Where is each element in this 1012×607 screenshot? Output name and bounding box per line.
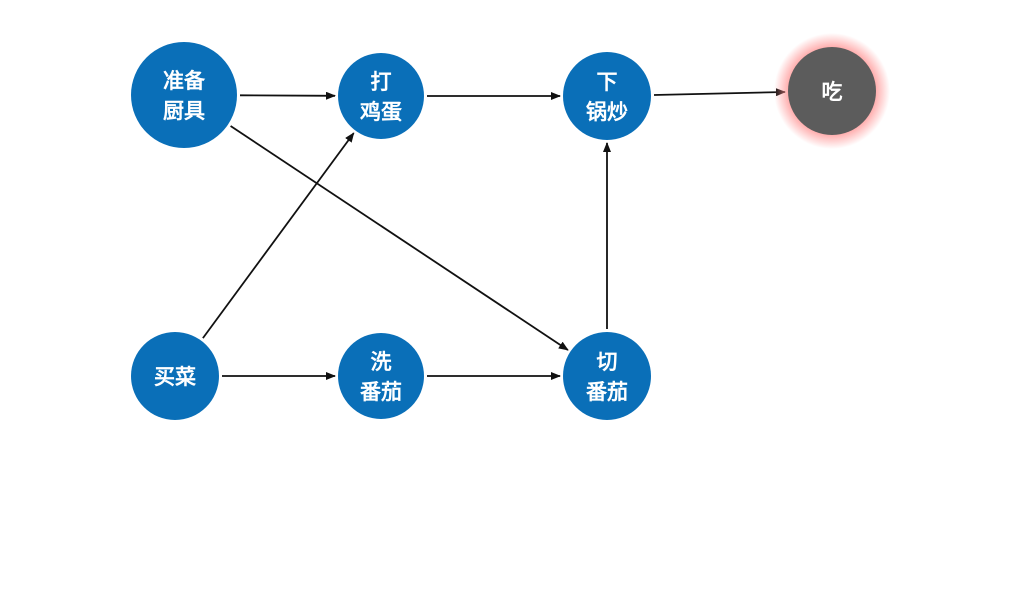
- edge-stir-fry-to-eat: [653, 88, 786, 97]
- node-cut-tomatoes: 切番茄: [563, 332, 651, 420]
- node-circle: [788, 47, 876, 135]
- edge-prepare-cookware-to-cut-tomatoes: [230, 125, 569, 351]
- node-label: 准备: [163, 69, 206, 93]
- edge-buy-vegetables-to-beat-eggs: [202, 132, 355, 339]
- node-label: 买菜: [154, 365, 196, 389]
- node-beat-eggs: 打鸡蛋: [338, 53, 424, 139]
- node-label: 锅炒: [586, 100, 628, 124]
- node-buy-vegetables: 买菜: [131, 332, 219, 420]
- edges: [202, 88, 786, 380]
- node-label: 切: [597, 350, 618, 374]
- node-circle: [563, 332, 651, 420]
- node-label: 打: [371, 70, 392, 94]
- node-stir-fry: 下锅炒: [563, 52, 651, 140]
- edge-prepare-cookware-to-beat-eggs: [239, 91, 336, 100]
- node-label: 番茄: [585, 380, 628, 404]
- node-label: 鸡蛋: [359, 100, 402, 124]
- node-label: 吃: [822, 80, 843, 104]
- node-circle: [131, 332, 219, 420]
- node-circle: [563, 52, 651, 140]
- node-label: 洗: [371, 350, 392, 374]
- node-eat: 吃: [774, 33, 890, 149]
- node-label: 下: [597, 70, 618, 94]
- node-wash-tomatoes: 洗番茄: [338, 333, 424, 419]
- node-label: 厨具: [163, 99, 205, 123]
- node-circle: [338, 333, 424, 419]
- node-circle: [131, 42, 237, 148]
- node-circle: [338, 53, 424, 139]
- node-label: 番茄: [359, 380, 402, 404]
